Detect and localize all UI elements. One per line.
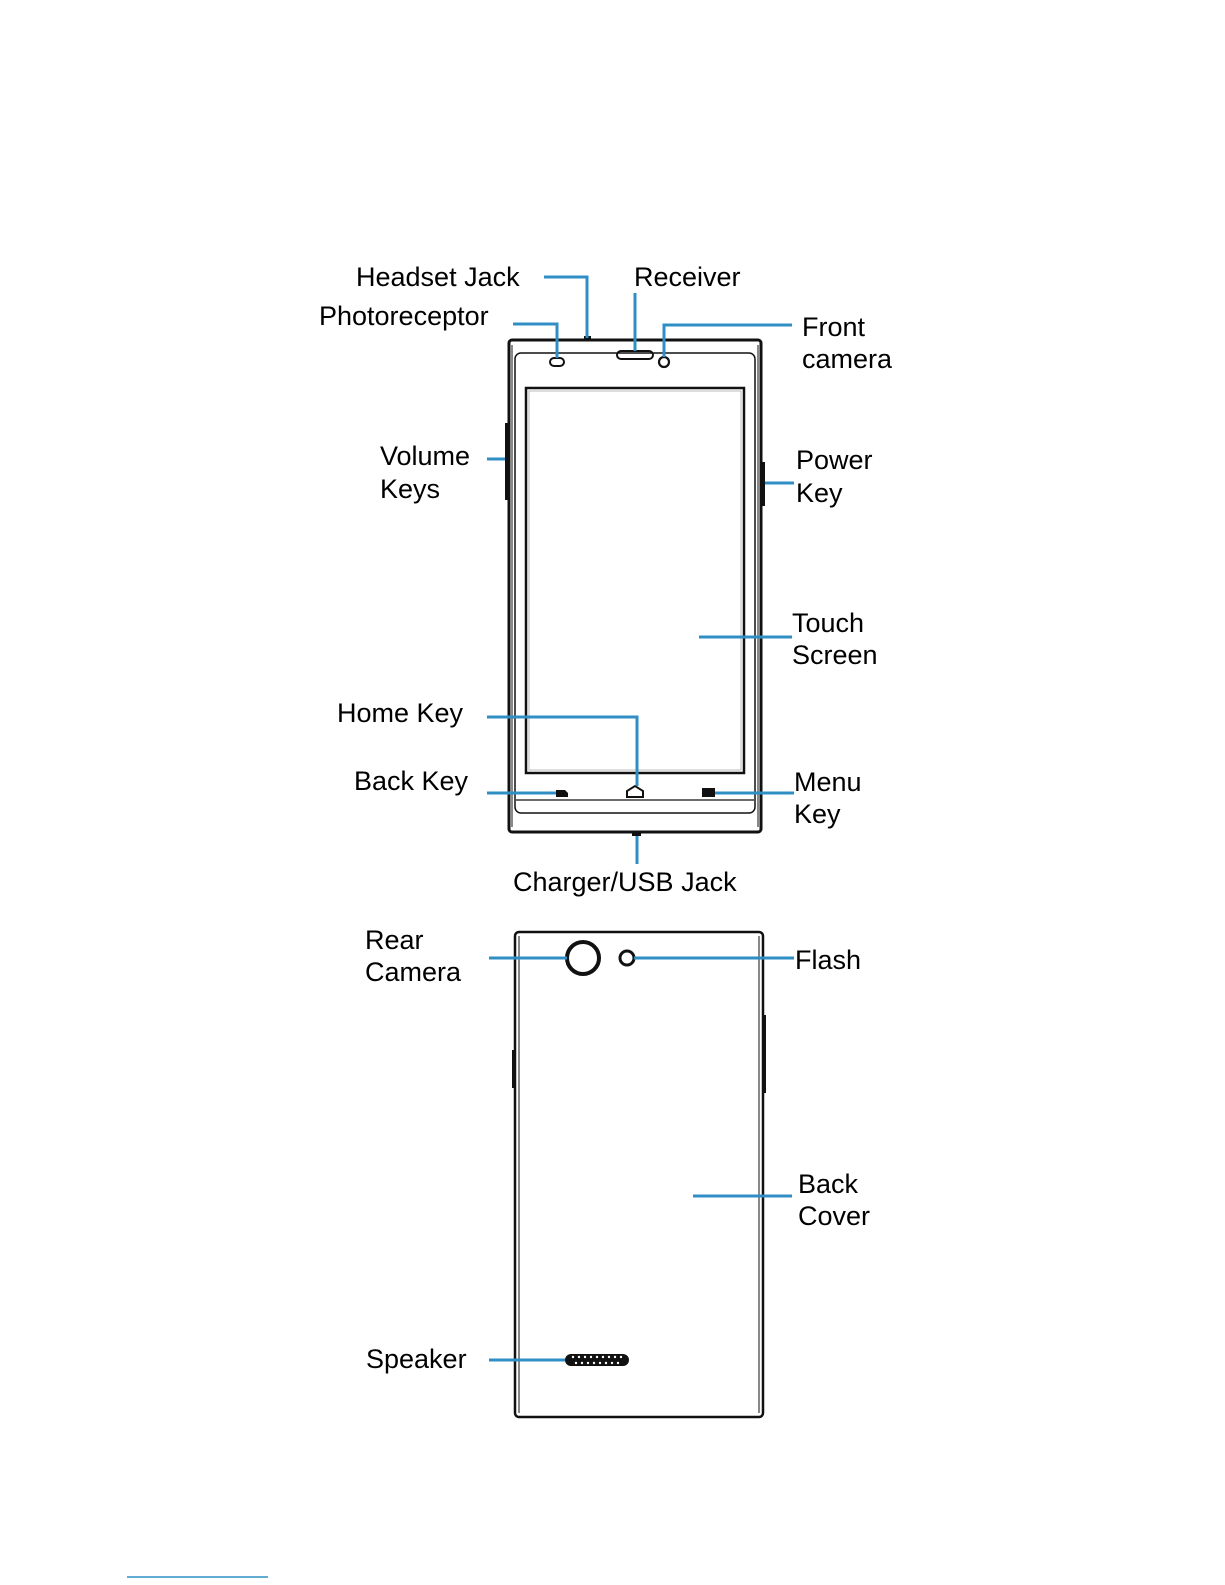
back-side-key-right: [762, 1015, 766, 1093]
label-volume-keys-line1: Volume: [380, 441, 470, 471]
label-headset-jack: Headset Jack: [356, 262, 520, 292]
touch-screen: [526, 388, 744, 773]
labels: Headset Jack Photoreceptor Receiver Fron…: [319, 262, 893, 1374]
label-power-key-line1: Power: [796, 445, 873, 475]
label-power-key-line2: Key: [796, 478, 843, 508]
label-back-cover-line2: Cover: [798, 1201, 870, 1231]
power-key: [761, 462, 765, 506]
label-menu-key-line1: Menu: [794, 767, 862, 797]
leader-lines: [487, 277, 794, 1360]
label-front-camera-line1: Front: [802, 312, 866, 342]
label-home-key: Home Key: [337, 698, 464, 728]
label-volume-keys-line2: Keys: [380, 474, 440, 504]
label-back-key: Back Key: [354, 766, 469, 796]
phone-back-view: [512, 932, 766, 1417]
photoreceptor: [550, 358, 564, 366]
phone-front-view: [505, 336, 765, 836]
front-camera: [659, 357, 669, 367]
home-key-icon: [627, 786, 643, 797]
label-rear-camera-line2: Camera: [365, 957, 462, 987]
label-flash: Flash: [795, 945, 861, 975]
label-touch-screen-line1: Touch: [792, 608, 864, 638]
label-front-camera-line2: camera: [802, 344, 893, 374]
label-charger-usb-jack: Charger/USB Jack: [513, 867, 737, 897]
label-speaker: Speaker: [366, 1344, 467, 1374]
rear-camera: [567, 942, 599, 974]
receiver: [617, 351, 653, 359]
volume-keys: [505, 423, 509, 500]
back-cover-outline: [515, 932, 763, 1417]
menu-key-icon: [702, 788, 715, 797]
leader-headset-jack: [544, 277, 587, 338]
label-photoreceptor: Photoreceptor: [319, 301, 489, 331]
label-receiver: Receiver: [634, 262, 741, 292]
front-bezel: [515, 353, 755, 813]
front-body: [509, 340, 761, 832]
back-key-icon: [556, 790, 568, 797]
flash: [620, 951, 634, 965]
label-back-cover-line1: Back: [798, 1169, 859, 1199]
charger-usb-jack: [632, 832, 641, 836]
touch-screen-inner: [529, 391, 741, 770]
label-rear-camera-line1: Rear: [365, 925, 424, 955]
back-side-key-left: [512, 1050, 516, 1088]
label-touch-screen-line2: Screen: [792, 640, 878, 670]
label-menu-key-line2: Key: [794, 799, 841, 829]
